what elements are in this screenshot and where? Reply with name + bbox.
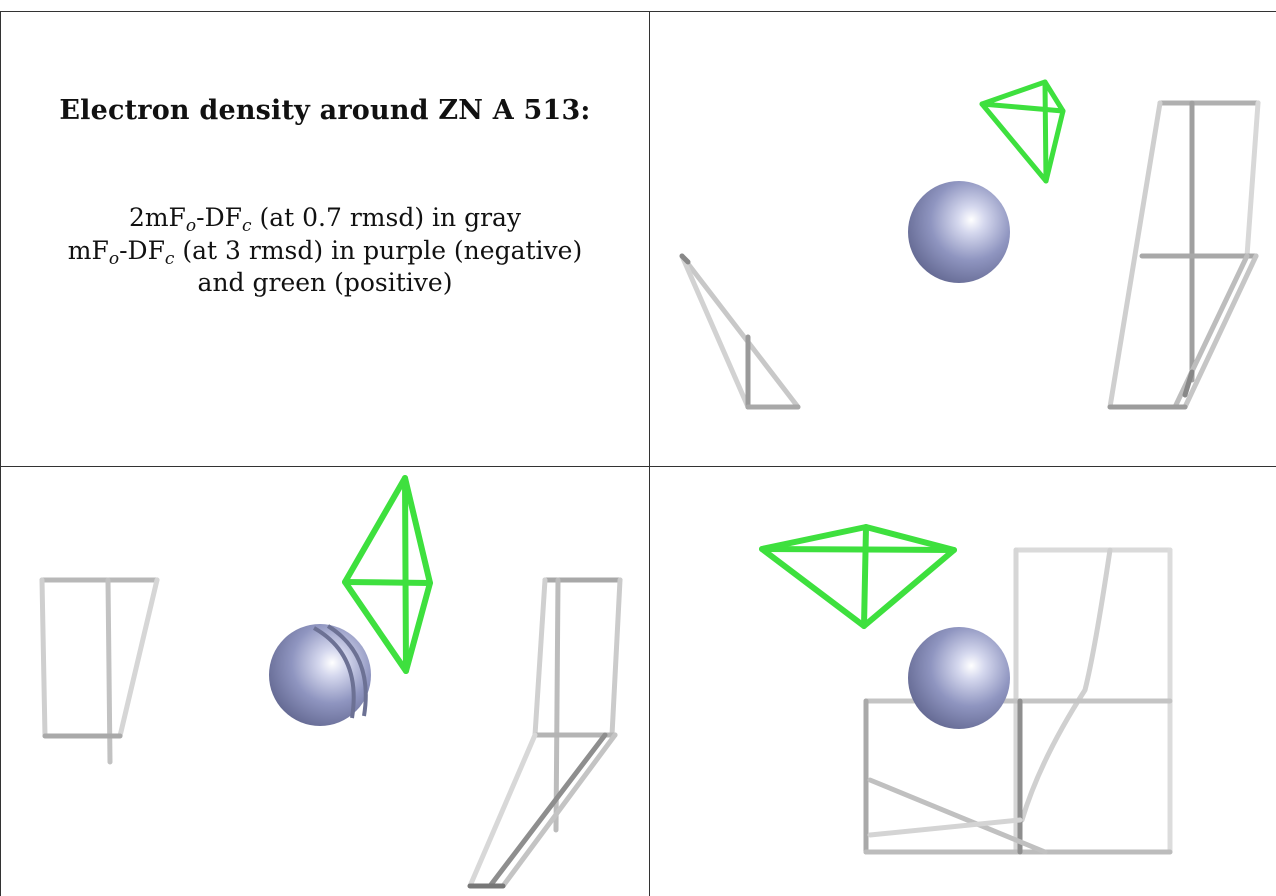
table-divider-horizontal [0,466,1276,467]
green-density-top-right [979,79,1066,184]
panel-bottom-left [39,475,623,889]
green-density-bottom-right [759,524,957,629]
legend-map-fofc: mFo-DFc (at 3 rmsd) in purple (negative) [67,236,583,269]
table-border-left [0,11,1,896]
green-density-bottom-left [342,475,433,674]
gray-mesh-left [679,253,801,410]
panel-bottom-right [759,524,1173,855]
table-border-top [0,11,1276,12]
gray-mesh-right-bl [467,577,623,889]
zinc-ion-bottom-right [908,627,1010,729]
zinc-overlap-line-1 [313,626,356,719]
panel-top-right [679,79,1261,410]
gray-mesh-right [1107,100,1261,410]
zinc-ion-bottom-left [269,624,371,726]
legend-map-fofc-cont: and green (positive) [197,268,453,297]
table-divider-vertical [649,11,650,896]
gray-mesh-bottom-right [863,547,1173,855]
legend-map-2fofc: 2mFo-DFc (at 0.7 rmsd) in gray [128,203,522,236]
zinc-overlap-line-2 [326,624,368,717]
legend-title: Electron density around ZN A 513: [59,95,591,126]
gray-mesh-left-bl [39,577,160,765]
zinc-ion-top-right [908,181,1010,283]
